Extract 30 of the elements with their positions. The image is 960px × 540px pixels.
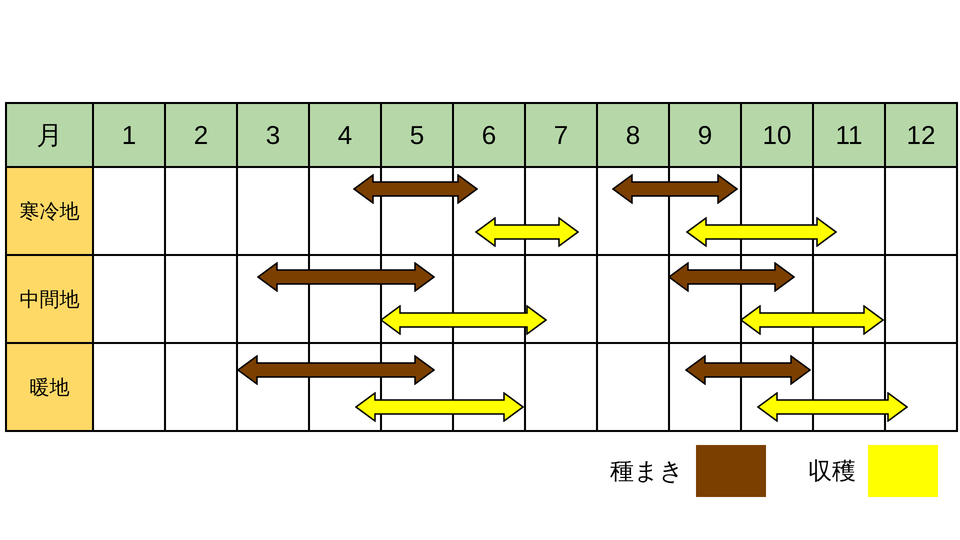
row-header-cell: 暖地 (7, 344, 94, 432)
header-cell: 9 (670, 104, 742, 168)
period-span-marker (740, 305, 884, 335)
header-cell: 月 (7, 104, 94, 168)
row-header-cell: 中間地 (7, 256, 94, 344)
header-cell: 7 (526, 104, 598, 168)
legend-label: 収穫 (808, 457, 856, 487)
header-cell: 1 (94, 104, 166, 168)
period-span-marker (612, 174, 738, 204)
period-span-marker (686, 217, 837, 247)
period-span-marker (237, 355, 435, 385)
period-span-marker (668, 262, 795, 292)
period-span-marker (380, 305, 547, 335)
header-cell: 8 (598, 104, 670, 168)
row-header-cell: 寒冷地 (7, 168, 94, 256)
header-cell: 12 (886, 104, 958, 168)
period-span-marker (475, 217, 579, 247)
header-cell: 4 (310, 104, 382, 168)
header-cell: 2 (166, 104, 238, 168)
period-span-marker (257, 262, 435, 292)
header-cell: 6 (454, 104, 526, 168)
header-cell: 10 (742, 104, 814, 168)
header-cell: 5 (382, 104, 454, 168)
legend-label: 種まき (610, 457, 684, 487)
header-cell: 11 (814, 104, 886, 168)
period-span-marker (355, 392, 524, 422)
period-span-marker (757, 392, 908, 422)
period-span-marker (353, 174, 478, 204)
period-span-marker (685, 355, 811, 385)
header-cell: 3 (238, 104, 310, 168)
